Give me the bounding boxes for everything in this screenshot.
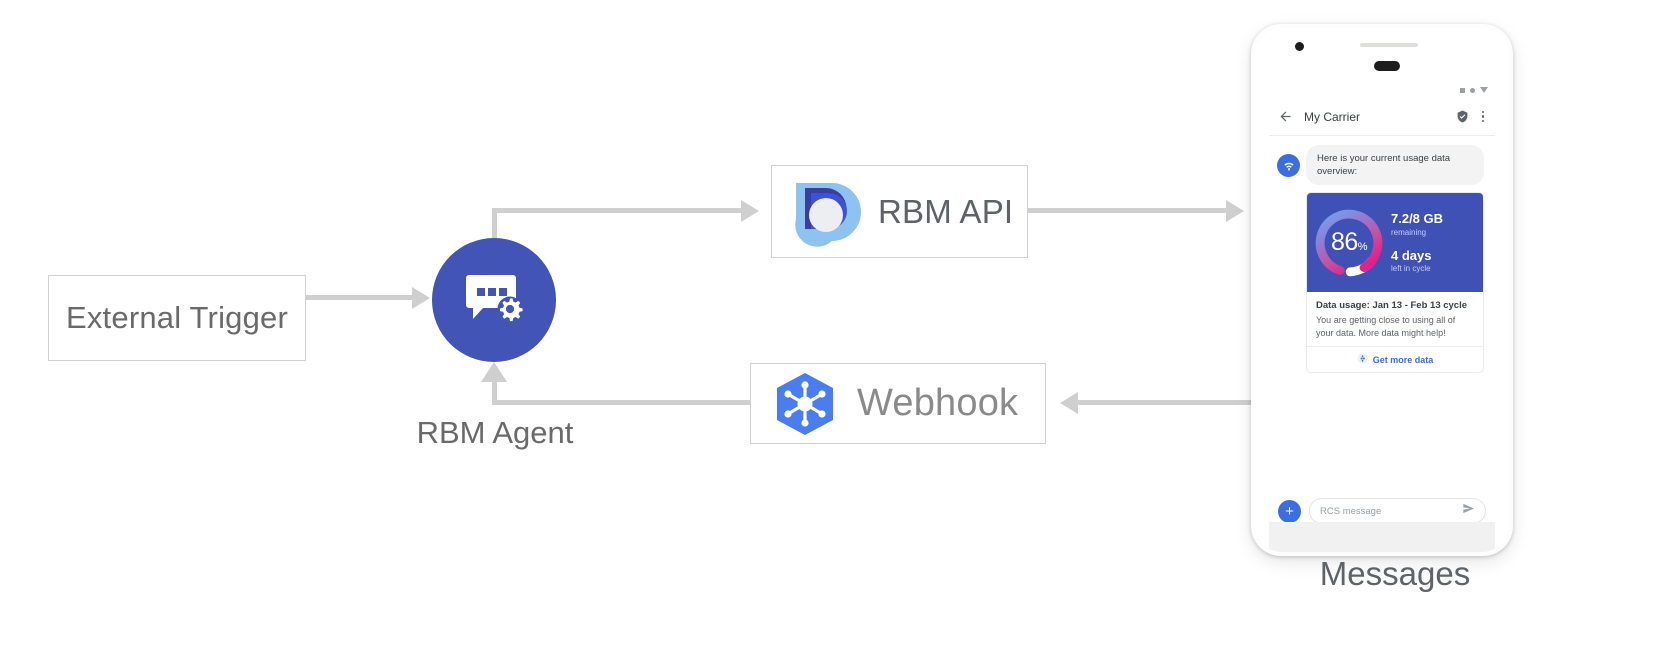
stat-data-remaining: 7.2/8 GB remaining: [1391, 211, 1473, 237]
conversation-area: Here is your current usage data overview…: [1269, 136, 1495, 489]
webhook-box[interactable]: Webhook: [750, 363, 1046, 444]
phone-device: My Carrier: [1251, 24, 1513, 556]
square-icon: [1460, 87, 1465, 93]
phone-earpiece-icon: [1360, 43, 1418, 47]
message-composer: + RCS message: [1269, 489, 1495, 522]
messages-caption: Messages: [1319, 555, 1471, 592]
card-title: Data usage: Jan 13 - Feb 13 cycle: [1316, 300, 1468, 312]
connector-api-to-phone: [1028, 208, 1228, 213]
rcs-message-placeholder: RCS message: [1320, 505, 1382, 517]
external-trigger-label: External Trigger: [65, 300, 289, 335]
verified-shield-icon: [1456, 110, 1469, 123]
stat-days-left: 4 days left in cycle: [1391, 247, 1473, 274]
rcs-message-input[interactable]: RCS message: [1309, 498, 1486, 522]
connector-agent-to-api-vertical: [492, 208, 497, 256]
status-bar: [1269, 82, 1495, 98]
external-trigger-box[interactable]: External Trigger: [48, 275, 306, 361]
connector-trigger-to-agent: [306, 295, 414, 300]
send-icon[interactable]: [1462, 502, 1475, 520]
connector-webhook-to-agent-vertical: [492, 382, 497, 405]
gauge-percent-label: 86%: [1307, 228, 1391, 257]
dot-icon: [1470, 87, 1475, 93]
rich-card[interactable]: 86% 7.2/8 GB remaining 4 days left in cy…: [1306, 192, 1484, 374]
stat-days-value: 4 days: [1391, 247, 1432, 263]
stat-data-value: 7.2/8 GB: [1391, 211, 1444, 227]
arrowhead-phone-to-webhook: [1060, 392, 1078, 414]
chat-gear-icon: [466, 275, 523, 322]
phone-camera-icon: [1295, 42, 1304, 51]
arrowhead-agent-to-api: [741, 200, 759, 222]
stat-data-sub: remaining: [1391, 227, 1427, 237]
data-usage-gauge: 86%: [1307, 193, 1391, 292]
gauge-percent-value: 86: [1330, 228, 1358, 257]
arrowhead-trigger-to-agent: [412, 287, 430, 309]
phone-bottom-bezel: [1269, 522, 1495, 552]
message-bubble: Here is your current usage data overview…: [1306, 145, 1484, 186]
arrow-back-icon[interactable]: [1278, 109, 1293, 124]
card-description: You are getting close to using all of yo…: [1316, 315, 1456, 338]
phone-inner-frame: My Carrier: [1255, 28, 1509, 552]
connector-phone-to-webhook: [1078, 400, 1254, 405]
gauge-percent-symbol: %: [1357, 241, 1368, 254]
triangle-down-icon: [1480, 87, 1488, 93]
rbm-api-droplet-icon: [795, 182, 861, 247]
get-more-data-label: Get more data: [1372, 354, 1434, 365]
card-hero: 86% 7.2/8 GB remaining 4 days left in cy…: [1307, 193, 1483, 293]
rbm-api-label: RBM API: [878, 192, 1014, 230]
phone-screen: My Carrier: [1269, 82, 1495, 522]
globe-icon: [1357, 351, 1368, 369]
arrowhead-api-to-phone: [1226, 200, 1244, 222]
get-more-data-button[interactable]: Get more data: [1307, 346, 1483, 372]
rcs-agent-wifi-icon: [1277, 154, 1300, 177]
hero-stats: 7.2/8 GB remaining 4 days left in cycle: [1391, 212, 1483, 273]
rbm-agent-node[interactable]: [432, 238, 556, 362]
webhook-hexagon-icon: [777, 372, 833, 435]
plus-icon[interactable]: +: [1278, 499, 1301, 522]
overflow-menu-icon[interactable]: [1480, 110, 1487, 123]
app-bar-title: My Carrier: [1304, 109, 1360, 124]
connector-agent-to-api-horizontal: [492, 208, 741, 213]
rbm-api-box[interactable]: RBM API: [771, 165, 1028, 258]
arrowhead-webhook-to-agent: [481, 362, 507, 382]
webhook-label: Webhook: [857, 382, 1019, 424]
rbm-agent-label: RBM Agent: [416, 415, 574, 450]
connector-webhook-to-agent-horizontal: [492, 400, 750, 405]
phone-speaker-icon: [1374, 61, 1400, 71]
app-bar: My Carrier: [1269, 98, 1495, 136]
stat-days-sub: left in cycle: [1391, 264, 1431, 274]
card-body: Data usage: Jan 13 - Feb 13 cycle You ar…: [1307, 292, 1483, 346]
message-row: Here is your current usage data overview…: [1277, 145, 1487, 186]
